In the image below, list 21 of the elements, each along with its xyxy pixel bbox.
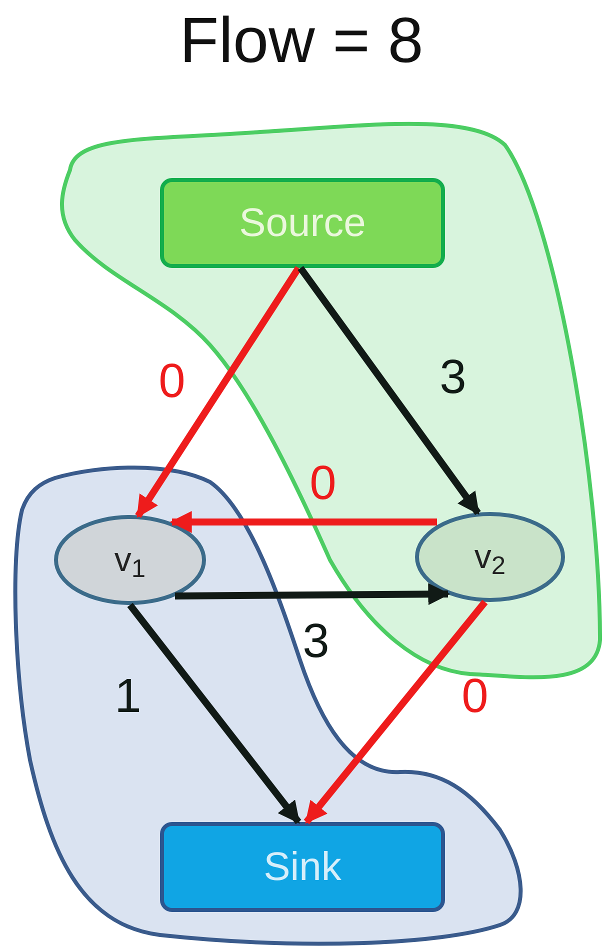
vertex-label: v$_{2}$ bbox=[474, 536, 506, 582]
edge-label: 0 bbox=[158, 356, 186, 408]
edge-label: 3 bbox=[440, 352, 466, 404]
title: Flow = 8 bbox=[178, 3, 424, 78]
vertex-ellipse bbox=[54, 515, 206, 605]
vertex-label: v$_{1}$ bbox=[114, 540, 146, 585]
terminal-box bbox=[160, 822, 445, 912]
arrow bbox=[170, 511, 437, 533]
vertex-ellipse bbox=[415, 512, 565, 602]
terminal-box bbox=[160, 178, 445, 268]
edge-label: 1 bbox=[114, 671, 142, 723]
arrow bbox=[174, 583, 450, 606]
arrow bbox=[127, 602, 302, 824]
arrow bbox=[298, 266, 481, 516]
arrow bbox=[304, 600, 488, 824]
edge-label: 0 bbox=[310, 458, 336, 510]
node-label: Source bbox=[239, 200, 366, 247]
arrow bbox=[135, 266, 302, 518]
node-label: Sink bbox=[264, 844, 342, 891]
edge-label: 0 bbox=[462, 671, 488, 723]
edge-label: 3 bbox=[302, 616, 330, 668]
